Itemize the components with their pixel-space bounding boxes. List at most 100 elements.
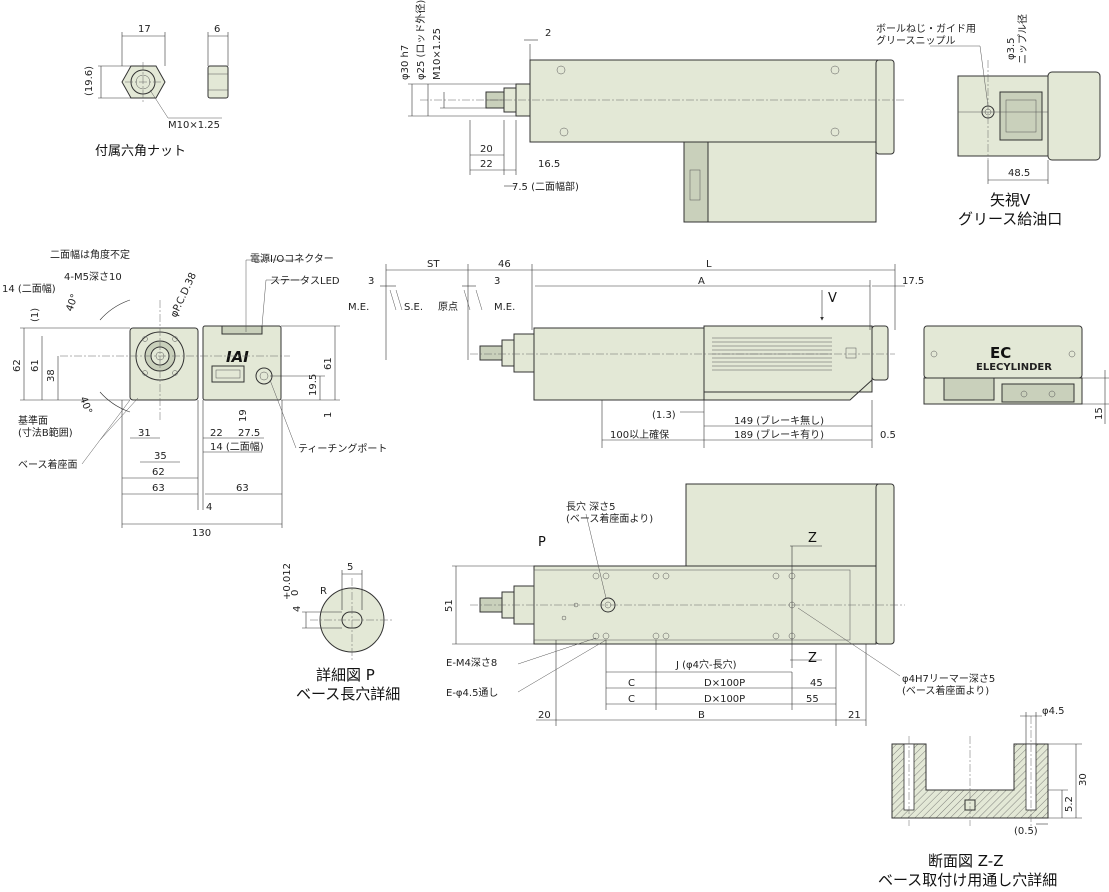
angle-40-lower: 40° [77, 395, 93, 415]
nut-thickness-6: 6 [214, 24, 220, 35]
nut-across-corners: (19.6) [84, 66, 95, 96]
ephi-label: E-φ4.5通し [446, 687, 498, 699]
end-view: IAI 二面幅は角度不定 4-M5深さ10 1 [2, 248, 387, 539]
view-v-caption-2: グリース給油口 [958, 210, 1062, 228]
section-zz: φ4.5 30 5.2 (0.5) 断面図 Z-Z ベース取付け用通し穴詳細 [878, 706, 1089, 889]
end-dim-31: 31 [138, 428, 151, 439]
side-dim-46: 46 [498, 259, 511, 270]
angle-40-upper: 40° [64, 293, 80, 313]
back-dim-15: 15 [1094, 407, 1105, 420]
nipple-label: ニップル径 [1016, 14, 1029, 64]
side-dim-3a: 3 [368, 276, 374, 287]
bottom-dim-b: B [698, 710, 705, 721]
end-dim-1: 1 [323, 412, 334, 418]
section-dim-30: 30 [1078, 773, 1089, 786]
view-arrow-v: V [828, 291, 837, 306]
detail-p-caption-1: 詳細図 P [316, 666, 375, 684]
iai-logo: IAI [226, 348, 249, 366]
section-caption-2: ベース取付け用通し穴詳細 [878, 871, 1057, 889]
bottom-dim-dx2: D×100P [704, 694, 745, 705]
bottom-dim-21: 21 [848, 710, 861, 721]
detail-p-tol-lo: 0 [290, 590, 301, 596]
grease-label-1: ボールねじ・ガイド用 [876, 23, 976, 35]
side-dim-149: 149 (ブレーキ無し) [734, 414, 824, 427]
bottom-dim-20: 20 [538, 710, 551, 721]
top-view: 2 φ30 h7 φ25 (ロッド外径) M10×1.25 20 22 16.5… [400, 0, 905, 223]
top-dim-22: 22 [480, 159, 493, 170]
side-view: 3 ST 46 L 17.5 3 A M.E. S.E. 原点 M.E. V (… [348, 259, 924, 448]
end-dim-14b: 14 (二面幅) [210, 440, 264, 453]
top-dim-20: 20 [480, 144, 493, 155]
end-dim-38: 38 [46, 369, 57, 382]
teaching-port-label: ティーチングポート [298, 442, 387, 455]
top-m10: M10×1.25 [432, 28, 443, 80]
top-phi25: φ25 (ロッド外径) [414, 0, 427, 80]
bottom-dim-45: 45 [810, 678, 823, 689]
back-view: EC ELECYLINDER 15 [923, 325, 1109, 424]
slot-label-2: (ベース着座面より) [566, 512, 653, 525]
section-dim-5-2: 5.2 [1064, 796, 1075, 812]
detail-marker-p: P [538, 535, 546, 550]
dim-1-paren: (1) [30, 308, 41, 322]
ec-logo: EC [990, 344, 1011, 362]
bottom-dim-c1: C [628, 678, 635, 689]
end-dim-19-5: 19.5 [308, 374, 319, 396]
detail-p-r: R [320, 586, 327, 597]
bottom-dim-55: 55 [806, 694, 819, 705]
view-v: ボールねじ・ガイド用 グリースニップル φ3.5 ニップル径 48.5 矢視V … [876, 14, 1101, 228]
nut-width-17: 17 [138, 24, 151, 35]
end-dim-62: 62 [12, 359, 23, 372]
reamer-label-2: (ベース着座面より) [902, 684, 989, 697]
side-dim-l: L [706, 259, 712, 270]
stroke-end: S.E. [404, 302, 423, 313]
section-phi4-5: φ4.5 [1042, 706, 1065, 717]
view-v-dim-48-5: 48.5 [1008, 168, 1030, 179]
detail-p-caption-2: ベース長穴詳細 [296, 685, 400, 703]
detail-p-5: 5 [347, 562, 353, 573]
pcd-38: φP.C.D.38 [169, 271, 199, 319]
detail-p-tol-hi: +0.012 [282, 563, 293, 600]
end-dim-22: 22 [210, 428, 223, 439]
ref-surface-1: 基準面 [18, 414, 48, 427]
connector-label: 電源I/Oコネクター [250, 252, 334, 265]
end-dim-63a: 63 [152, 483, 165, 494]
detail-p-4: 4 [292, 606, 303, 612]
side-dim-3b: 3 [494, 276, 500, 287]
nipple-phi: φ3.5 [1006, 38, 1017, 61]
em4-label: E-M4深さ8 [446, 657, 497, 669]
mechanical-end-2: M.E. [494, 302, 515, 313]
end-dim-61-right: 61 [323, 357, 334, 370]
section-marker-z2: Z [808, 651, 817, 666]
section-dim-0-5: (0.5) [1014, 826, 1038, 837]
base-seat-label: ベース着座面 [18, 458, 78, 471]
origin: 原点 [438, 301, 458, 313]
top-dim-2: 2 [545, 28, 551, 39]
slot-label-1: 長穴 深さ5 [566, 500, 616, 513]
end-dim-27-5: 27.5 [238, 428, 260, 439]
view-v-caption-1: 矢視V [990, 191, 1031, 209]
reamer-label-1: φ4H7リーマー深さ5 [902, 673, 995, 685]
bottom-dim-51: 51 [444, 599, 455, 612]
end-dim-61-left: 61 [30, 359, 41, 372]
m5-holes: 4-M5深さ10 [64, 271, 122, 283]
bottom-view: 長穴 深さ5 (ベース着座面より) P Z Z 51 E-M4深さ8 E-φ4.… [444, 483, 995, 726]
side-dim-st: ST [427, 259, 440, 270]
mechanical-end-1: M.E. [348, 302, 369, 313]
top-phi30: φ30 h7 [400, 45, 411, 80]
end-dim-63b: 63 [236, 483, 249, 494]
nut-thread: M10×1.25 [168, 120, 220, 131]
side-dim-0-5: 0.5 [880, 430, 896, 441]
section-caption-1: 断面図 Z-Z [928, 852, 1003, 870]
nut-caption: 付属六角ナット [95, 144, 186, 159]
end-dim-62b: 62 [152, 467, 165, 478]
side-dim-189: 189 (ブレーキ有り) [734, 428, 824, 441]
bottom-dim-j: J (φ4穴-長穴) [675, 658, 737, 671]
end-dim-130: 130 [192, 528, 211, 539]
flats-angle-note: 二面幅は角度不定 [50, 248, 130, 261]
status-led-label: ステータスLED [270, 275, 340, 287]
side-dim-17-5: 17.5 [902, 276, 924, 287]
section-marker-z1: Z [808, 531, 817, 546]
side-dim-100: 100以上確保 [610, 428, 669, 441]
elecylinder-brand: ELECYLINDER [976, 362, 1052, 373]
